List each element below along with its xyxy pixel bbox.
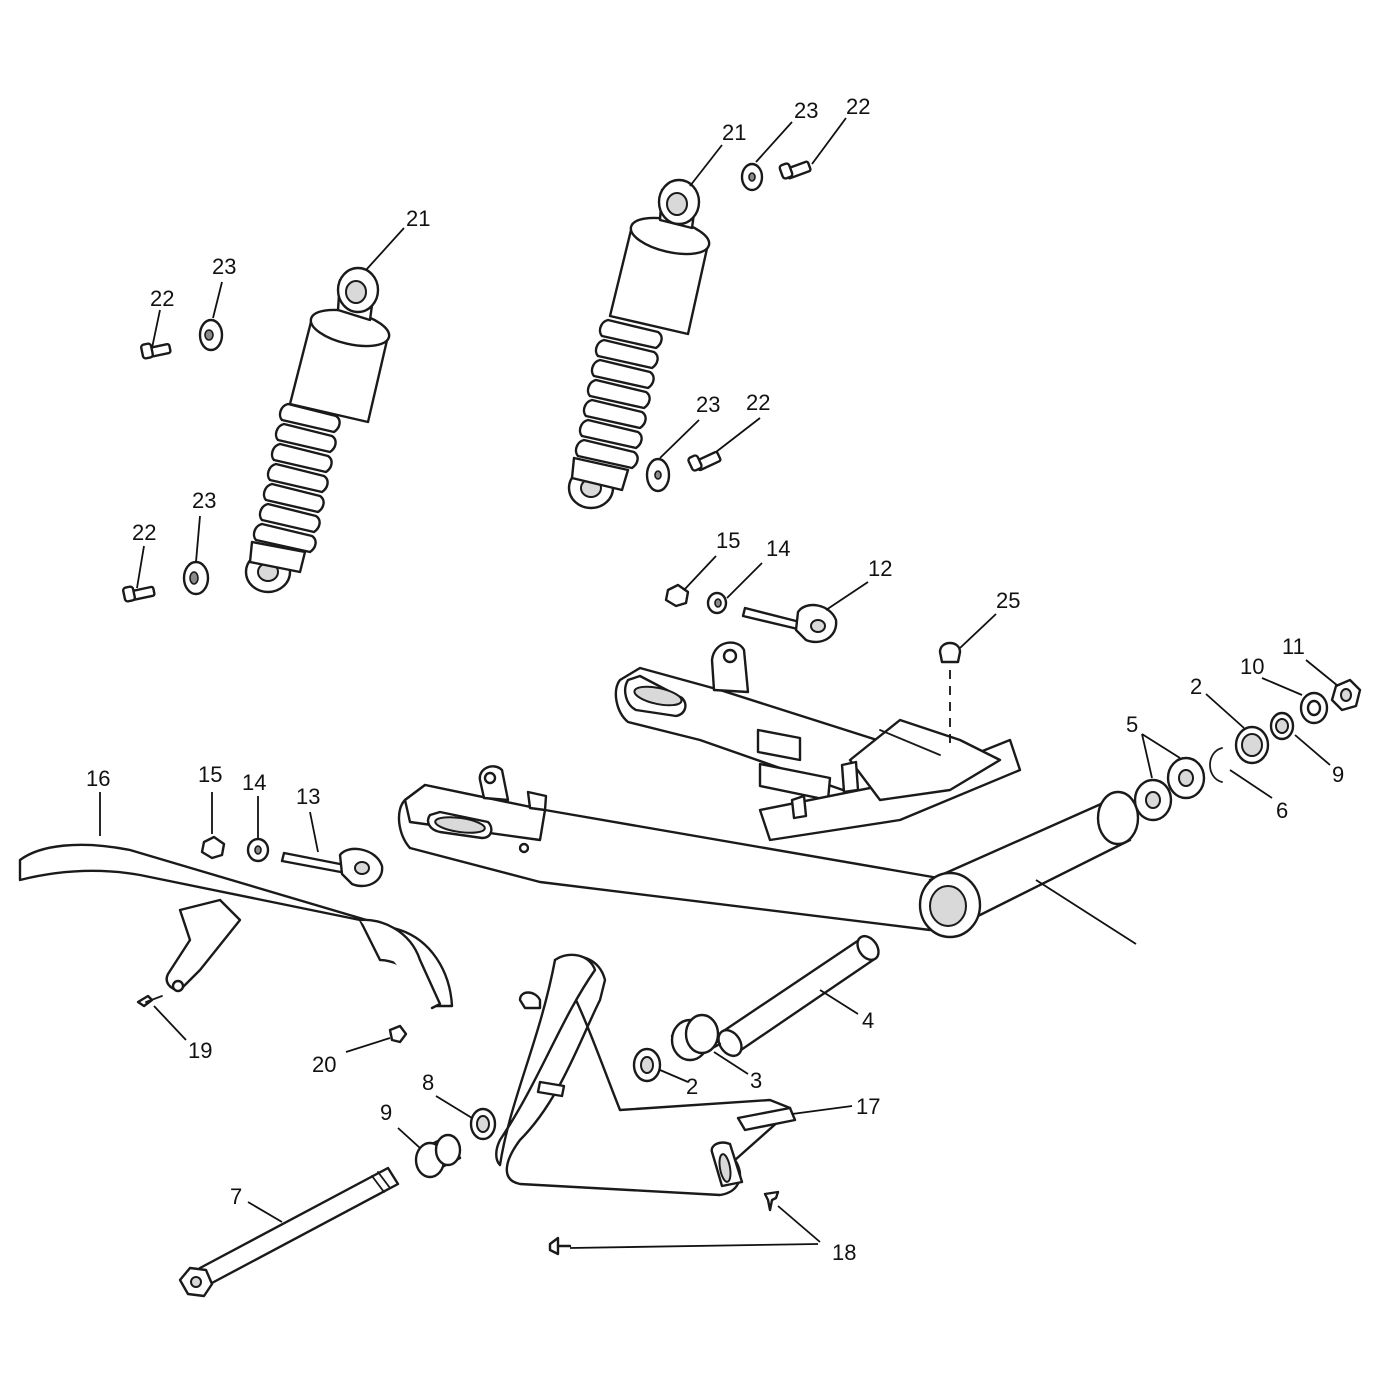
callout-15-nut-left: 15 [198,762,222,787]
lower-chain-guard [495,953,797,1197]
pivot-hardware [1133,678,1362,822]
callout-21-left-shock: 21 [406,206,430,231]
callout-3-bushing: 3 [750,1068,762,1093]
callout-15-nut-top: 15 [716,528,740,553]
callout-22-top-right-bolt: 22 [846,94,870,119]
callout-2-seal-upper: 2 [1190,674,1202,699]
callout-23-right-middle-washer: 23 [696,392,720,417]
callout-23-top-right-washer: 23 [794,98,818,123]
shock-mount-hardware [122,160,812,603]
callout-19-screw: 19 [188,1038,212,1063]
axle-assembly [136,934,880,1298]
callout-20-screw: 20 [312,1052,336,1077]
callout-9-spacer-left: 9 [380,1100,392,1125]
callout-6-circlip: 6 [1276,798,1288,823]
callout-8-seal: 8 [422,1070,434,1095]
callout-22-upper-left-bolt: 22 [150,286,174,311]
swingarm [397,641,1140,939]
callout-5-bearings: 5 [1126,712,1138,737]
callout-25-plug: 25 [996,588,1020,613]
callout-10-washer: 10 [1240,654,1264,679]
callout-17-lower-guard: 17 [856,1094,880,1119]
left-shock-absorber [244,266,391,594]
chain-guard [18,843,454,1010]
callout-11-nut: 11 [1282,634,1305,659]
callout-2-seal-lower: 2 [686,1074,698,1099]
callout-13-chain-adjuster: 13 [296,784,320,809]
callout-16-chain-guard: 16 [86,766,110,791]
callout-7-axle: 7 [230,1184,242,1209]
chain-adjuster-hardware [200,583,838,888]
callout-23-lower-left-washer: 23 [192,488,216,513]
callout-14-washer-left: 14 [242,770,266,795]
callout-22-lower-left-bolt: 22 [132,520,156,545]
leader-lines [99,117,1339,1249]
callout-23-upper-left-washer: 23 [212,254,236,279]
callout-21-right-shock: 21 [722,120,746,145]
callout-labels: 21 23 22 21 22 23 23 22 22 23 15 14 12 2… [86,94,1344,1265]
callout-14-washer-top: 14 [766,536,790,561]
callout-22-right-middle-bolt: 22 [746,390,770,415]
callout-9-spacer-right: 9 [1332,762,1344,787]
right-shock-absorber [567,178,711,510]
callout-18-screws: 18 [832,1240,856,1265]
callout-4-tube: 4 [862,1008,874,1033]
plug [938,641,962,664]
callout-12-chain-adjuster: 12 [868,556,892,581]
